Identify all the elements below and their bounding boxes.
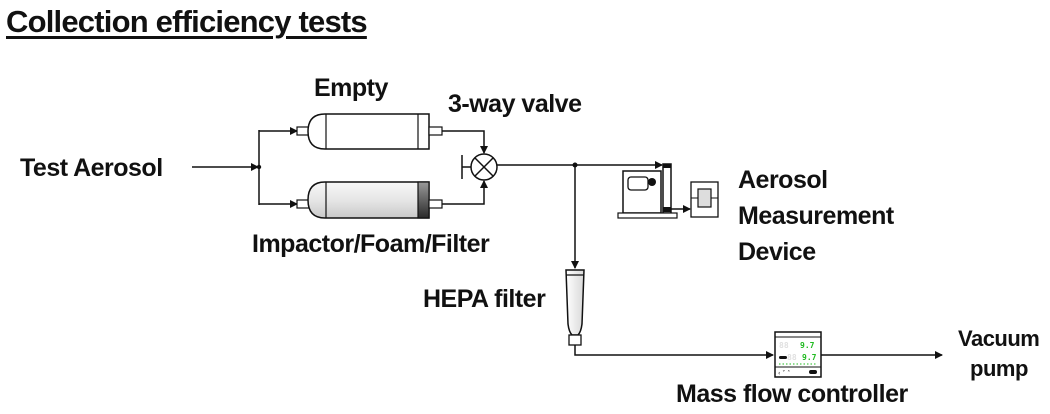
label-pump: pump bbox=[970, 356, 1028, 381]
mfc-ghost-bottom: 88 bbox=[787, 353, 797, 362]
valve-inlets bbox=[442, 130, 488, 205]
diagram-title: Collection efficiency tests bbox=[6, 4, 368, 39]
hepa-filter-icon bbox=[565, 269, 585, 346]
hepa-to-mfc-line bbox=[574, 345, 774, 359]
label-empty: Empty bbox=[314, 74, 388, 102]
label-impactor-foam-filter: Impactor/Foam/Filter bbox=[252, 230, 490, 258]
mfc-ghost-top: 88 bbox=[779, 341, 789, 350]
mass-flow-controller-icon: 88 9.7 88 9.7 ‹ ˅ ˄ bbox=[774, 331, 822, 378]
mfc-bottom-value: 9.7 bbox=[802, 353, 817, 362]
label-test-aerosol: Test Aerosol bbox=[20, 154, 163, 182]
label-vacuum: Vacuum bbox=[958, 326, 1040, 351]
mfc-top-value: 9.7 bbox=[800, 341, 815, 350]
outlet-line bbox=[497, 161, 663, 269]
aerosol-measurement-device-icon bbox=[617, 163, 719, 219]
three-way-valve-icon bbox=[461, 153, 498, 181]
impactor-tube bbox=[296, 181, 443, 219]
label-hepa-filter: HEPA filter bbox=[423, 285, 546, 313]
label-three-way-valve: 3-way valve bbox=[448, 90, 582, 118]
empty-tube bbox=[296, 113, 443, 150]
svg-text:‹ ˅ ˄: ‹ ˅ ˄ bbox=[778, 370, 790, 377]
label-aerosol-device-3: Device bbox=[738, 238, 816, 266]
label-aerosol-device-2: Measurement bbox=[738, 202, 894, 230]
label-mass-flow-controller: Mass flow controller bbox=[676, 380, 908, 408]
label-aerosol-device-1: Aerosol bbox=[738, 166, 828, 194]
inlet-line bbox=[192, 127, 298, 208]
